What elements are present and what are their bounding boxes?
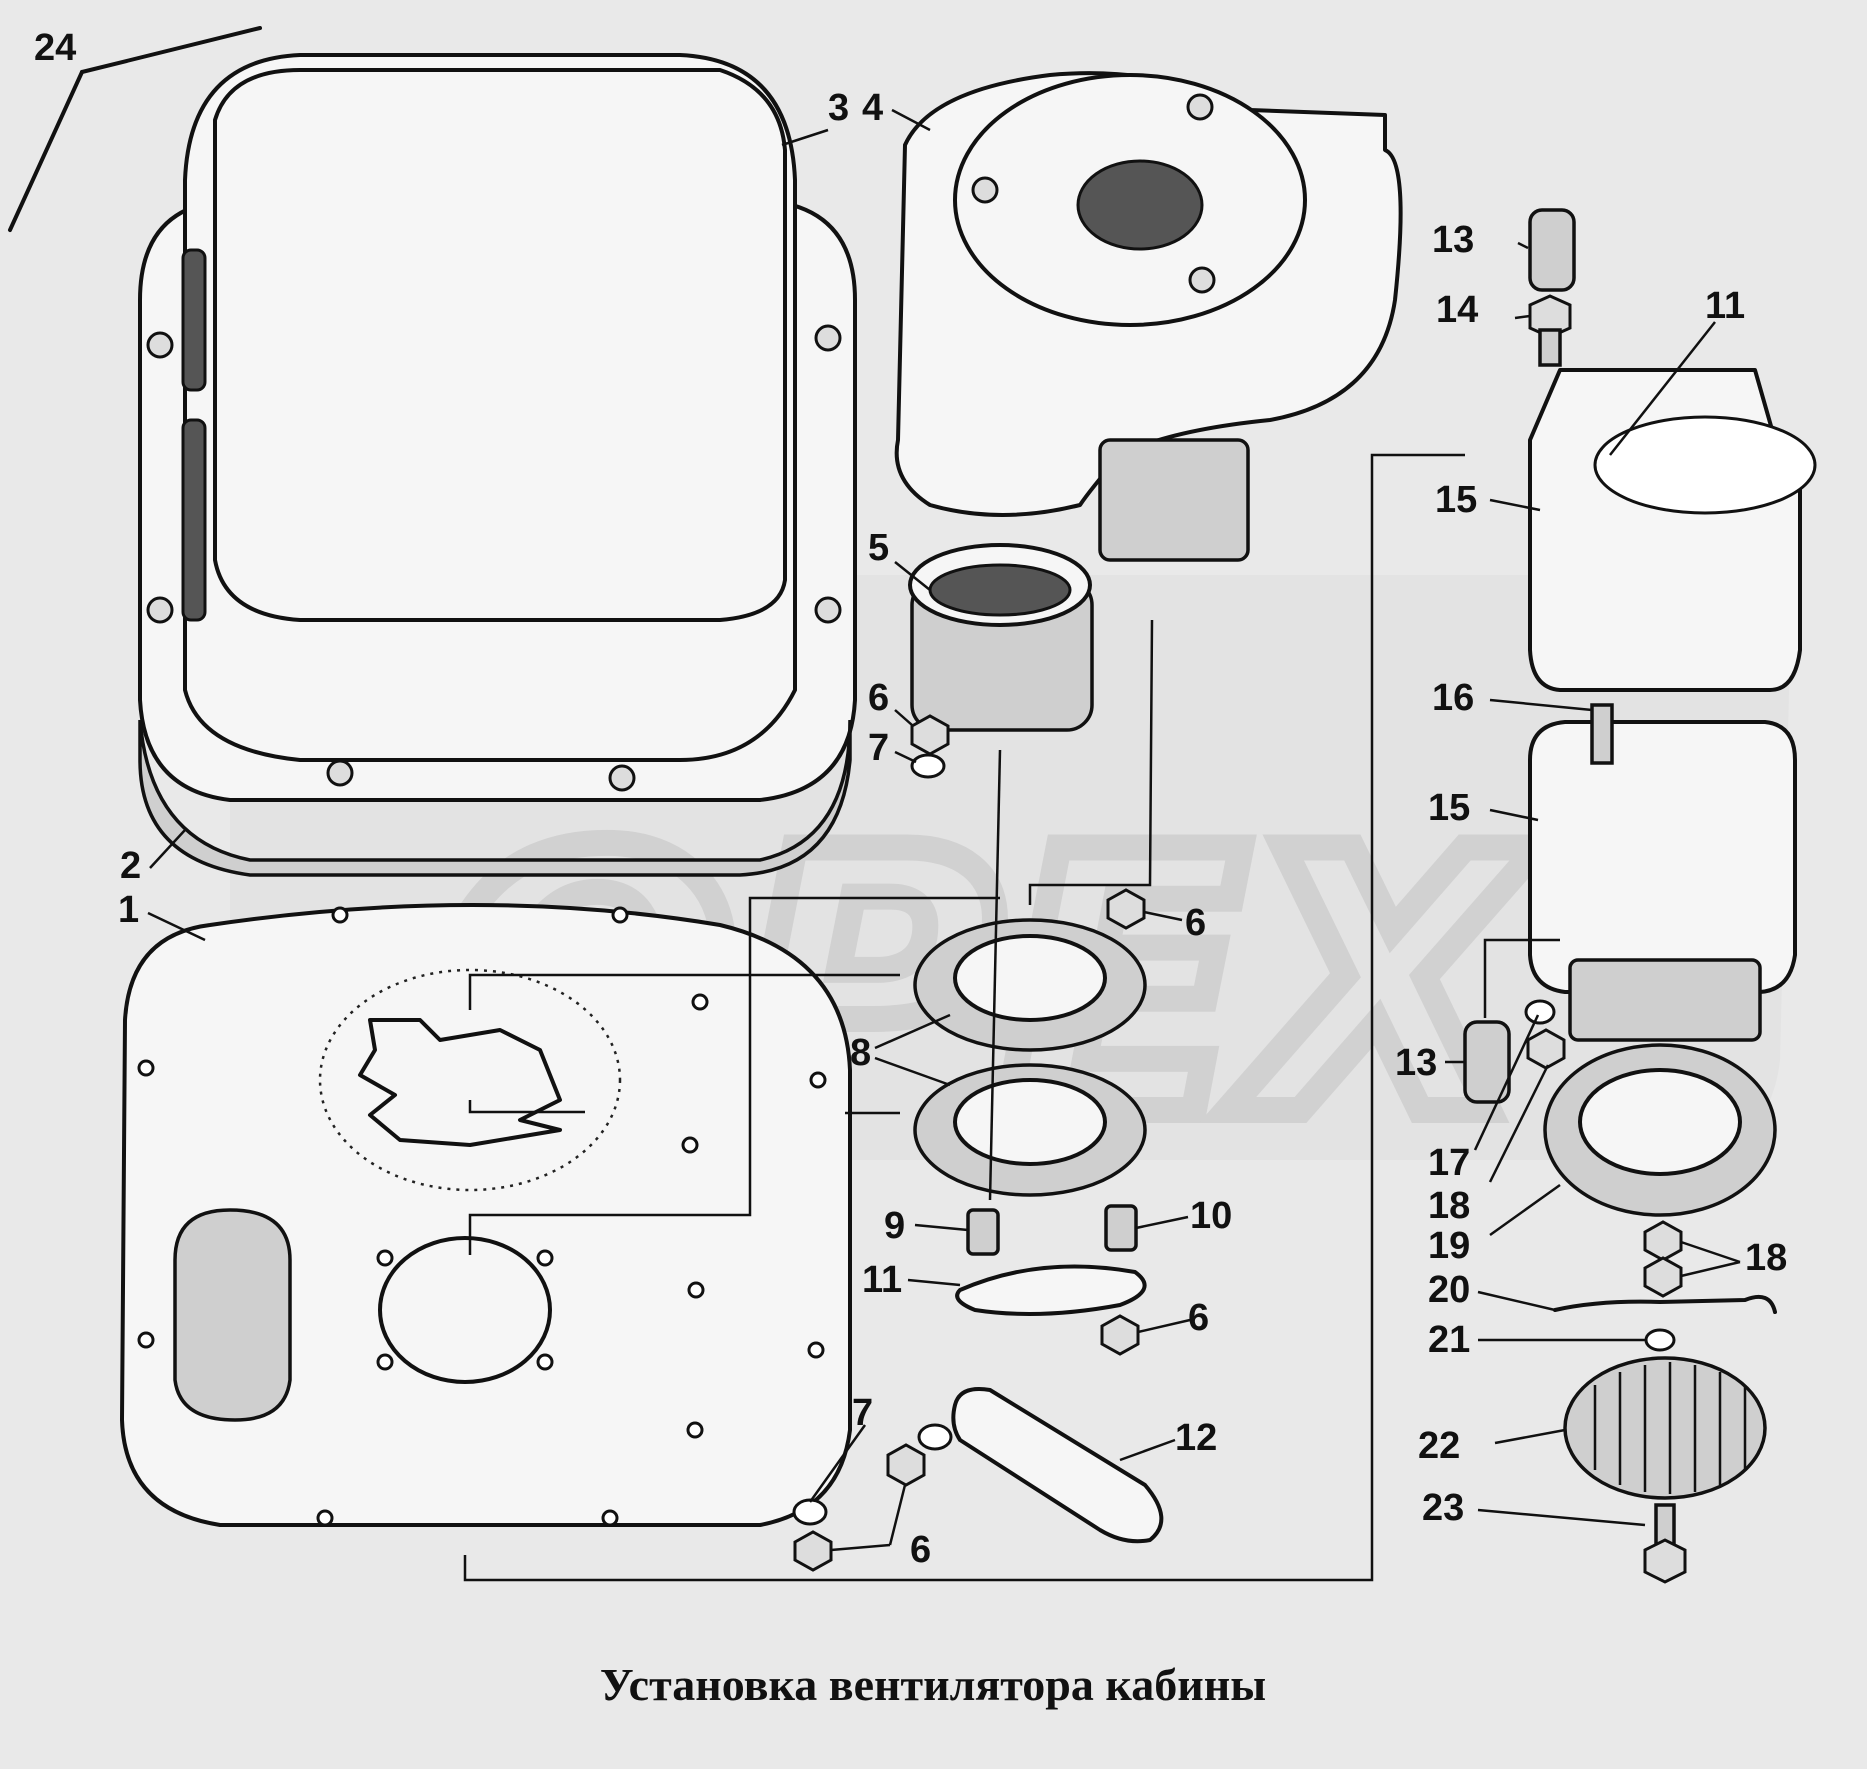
small-parts <box>951 1204 1164 1544</box>
washer-7a <box>910 753 946 779</box>
bolt-23-head <box>1643 1538 1687 1584</box>
plate-cutout <box>358 1018 562 1147</box>
label-6-b: 6 <box>1185 902 1206 944</box>
leader-24b <box>80 26 262 74</box>
cover-15-lower <box>1528 720 1797 994</box>
nut-6c <box>1100 1314 1140 1356</box>
label-20: 20 <box>1428 1269 1470 1311</box>
grille-22 <box>1563 1356 1767 1500</box>
nut-6a <box>910 714 950 756</box>
label-7-a: 7 <box>868 727 889 769</box>
bushing-9 <box>966 1208 1000 1256</box>
label-17: 17 <box>1428 1142 1470 1184</box>
label-3: 3 <box>828 87 849 129</box>
flange-upper-bore <box>953 934 1107 1022</box>
side-vent-lower <box>181 418 207 622</box>
label-6-a: 6 <box>868 677 889 719</box>
leader-lines <box>147 108 1741 1552</box>
label-23: 23 <box>1422 1487 1464 1529</box>
label-9: 9 <box>884 1205 905 1247</box>
cover-15-upper <box>1528 368 1802 692</box>
nut-6d-lower <box>793 1530 833 1572</box>
label-24: 24 <box>34 27 76 69</box>
cover-15-lower-neck <box>1568 958 1762 1042</box>
label-14: 14 <box>1436 289 1478 331</box>
fan-outlet <box>1098 438 1250 562</box>
label-18-a: 18 <box>1428 1185 1470 1227</box>
label-18-b: 18 <box>1745 1237 1787 1279</box>
plate-holes <box>137 906 827 1527</box>
gasket-2 <box>138 719 852 877</box>
fan-inlet <box>1076 159 1204 251</box>
label-16: 16 <box>1432 677 1474 719</box>
fan-4 <box>894 71 1403 562</box>
label-15-upper: 15 <box>1435 479 1477 521</box>
label-10: 10 <box>1190 1195 1232 1237</box>
spring-20 <box>1553 1295 1777 1314</box>
ring-19-bore <box>1578 1068 1742 1176</box>
label-8: 8 <box>850 1032 871 1074</box>
side-vent-upper <box>181 248 207 392</box>
washer-21 <box>1644 1328 1676 1352</box>
nut-18b-lower <box>1643 1256 1683 1298</box>
washer-7b-upper <box>917 1423 953 1451</box>
label-7-b: 7 <box>852 1392 873 1434</box>
label-22: 22 <box>1418 1425 1460 1467</box>
flange-lower-bore <box>953 1078 1107 1166</box>
label-12: 12 <box>1175 1417 1217 1459</box>
label-11-lower: 11 <box>862 1259 902 1301</box>
bolt-14-shank <box>1538 328 1562 367</box>
housing-bolts <box>146 324 842 792</box>
nut-18 <box>1526 1028 1566 1070</box>
label-2: 2 <box>120 845 141 887</box>
right-components <box>1463 208 1817 1584</box>
washer-17 <box>1524 999 1556 1025</box>
part-labels: 24 3 4 13 14 11 15 5 6 7 16 15 2 1 6 8 1… <box>34 27 1787 1571</box>
heater-housing <box>138 53 857 877</box>
label-21: 21 <box>1428 1319 1470 1361</box>
cover-plate-12 <box>951 1387 1164 1544</box>
label-15-lower: 15 <box>1428 787 1470 829</box>
grille-22-slats <box>1593 1362 1747 1494</box>
label-13-upper: 13 <box>1432 219 1474 261</box>
bushing-10 <box>1104 1204 1138 1252</box>
plate-dotted-outline <box>318 968 622 1192</box>
plate-opening <box>378 1236 552 1384</box>
bolt-14-head <box>1528 294 1572 339</box>
stud-16 <box>1590 703 1614 765</box>
label-11-upper: 11 <box>1705 285 1745 327</box>
plate-louvre <box>173 1208 292 1422</box>
label-4: 4 <box>862 87 883 129</box>
assembly-lines <box>463 453 1560 1582</box>
fasteners <box>792 714 1146 1572</box>
label-19: 19 <box>1428 1225 1470 1267</box>
nut-6d-upper <box>886 1443 926 1487</box>
cover-top-surface <box>213 68 787 622</box>
washer-7b-lower <box>792 1498 828 1526</box>
label-13-lower: 13 <box>1395 1042 1437 1084</box>
drawing-title: Установка вентилятора кабины <box>600 1659 1266 1710</box>
label-1: 1 <box>118 889 139 931</box>
leader-24 <box>8 70 84 232</box>
sleeve-bore <box>928 563 1072 617</box>
label-6-c: 6 <box>1188 1297 1209 1339</box>
label-5: 5 <box>868 527 889 569</box>
cover-15-upper-opening <box>1593 415 1817 515</box>
nut-6b <box>1106 888 1146 930</box>
label-6-d: 6 <box>910 1529 931 1571</box>
plate-11 <box>955 1264 1147 1316</box>
pin-13-upper <box>1528 208 1576 292</box>
sleeve-5 <box>908 543 1094 732</box>
nut-18b-upper <box>1643 1220 1683 1262</box>
